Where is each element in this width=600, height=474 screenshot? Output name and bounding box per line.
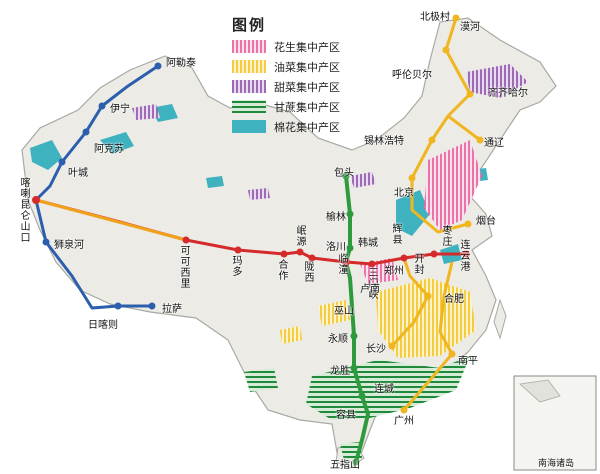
city-label: 漠河 (460, 22, 480, 33)
city-label: 巫山 (334, 306, 354, 317)
legend-label: 油菜集中产区 (274, 61, 340, 74)
city-label: 永顺 (328, 334, 348, 345)
legend-label: 甘蔗集中产区 (274, 101, 340, 114)
city-label: 连城 (374, 384, 394, 395)
city-label: 狮泉河 (54, 240, 84, 251)
city-label: 榆林 (326, 212, 346, 223)
city-label: 南平 (458, 356, 478, 367)
city-label: 日喀则 (88, 320, 118, 331)
city-label: 龙胜 (330, 366, 350, 377)
city-label: 拉萨 (162, 304, 182, 315)
route-orange-west (35, 198, 187, 242)
legend-label: 棉花集中产区 (274, 121, 340, 134)
city-label: 三门峡 (368, 268, 379, 301)
city-label: 合肥 (444, 294, 464, 305)
city-label: 韩城 (358, 238, 378, 249)
city-label: 陇西 (304, 262, 315, 284)
legend-title: 图例 (232, 16, 267, 34)
taiwan-island (493, 298, 507, 340)
city-label: 开封 (414, 254, 425, 276)
city-label: 卢南 (360, 284, 380, 295)
city-label: 北京 (394, 188, 414, 199)
city-label: 岷源 (296, 226, 307, 248)
city-label: 包头 (334, 168, 354, 179)
route-blue (34, 64, 159, 310)
sugarbeet-regions (132, 64, 528, 200)
city-label: 玛多 (232, 256, 243, 278)
city-nodes (32, 14, 484, 466)
city-label: 喀喇昆仑山口 (20, 178, 31, 244)
city-label: 锡林浩特 (364, 136, 404, 147)
peanut-swatch-icon (232, 40, 266, 53)
city-label: 枣庄 (442, 226, 453, 248)
city-label: 北极村 (420, 12, 450, 23)
rapeseed-swatch-icon (232, 60, 266, 73)
city-label: 伊宁 (110, 104, 130, 115)
sugarbeet-swatch-icon (232, 80, 266, 93)
route-yellow-branch (447, 114, 481, 142)
city-label: 阿勒泰 (166, 58, 196, 69)
city-label: 烟台 (476, 216, 496, 227)
cotton-swatch-icon (232, 120, 266, 133)
city-label: 通辽 (484, 138, 504, 149)
city-label: 叶城 (68, 168, 88, 179)
sugarcane-swatch-icon (232, 100, 266, 113)
city-label: 长沙 (366, 344, 386, 355)
city-label: 阿克苏 (94, 144, 124, 155)
city-label: 郑州 (384, 266, 404, 277)
legend-label: 甜菜集中产区 (274, 81, 340, 94)
sugarcane-regions (244, 356, 470, 460)
city-label: 合作 (278, 260, 289, 282)
legend-label: 花生集中产区 (274, 41, 340, 54)
city-label: 五指山 (330, 460, 360, 471)
city-label: 广州 (394, 416, 414, 427)
city-label: 可可西里 (180, 246, 191, 290)
cotton-regions (30, 104, 488, 264)
city-label: 临潼 (338, 254, 349, 276)
inset-label: 南海诸岛 (538, 459, 575, 469)
city-label: 连云港 (460, 240, 471, 273)
city-label: 齐齐哈尔 (488, 88, 528, 99)
route-green (344, 175, 370, 463)
city-label: 容县 (336, 410, 356, 421)
city-label: 洛川 (326, 242, 346, 253)
route-yellow-south (402, 261, 454, 411)
city-label: 呼伦贝尔 (392, 70, 432, 81)
city-label: 辉县 (392, 224, 403, 246)
